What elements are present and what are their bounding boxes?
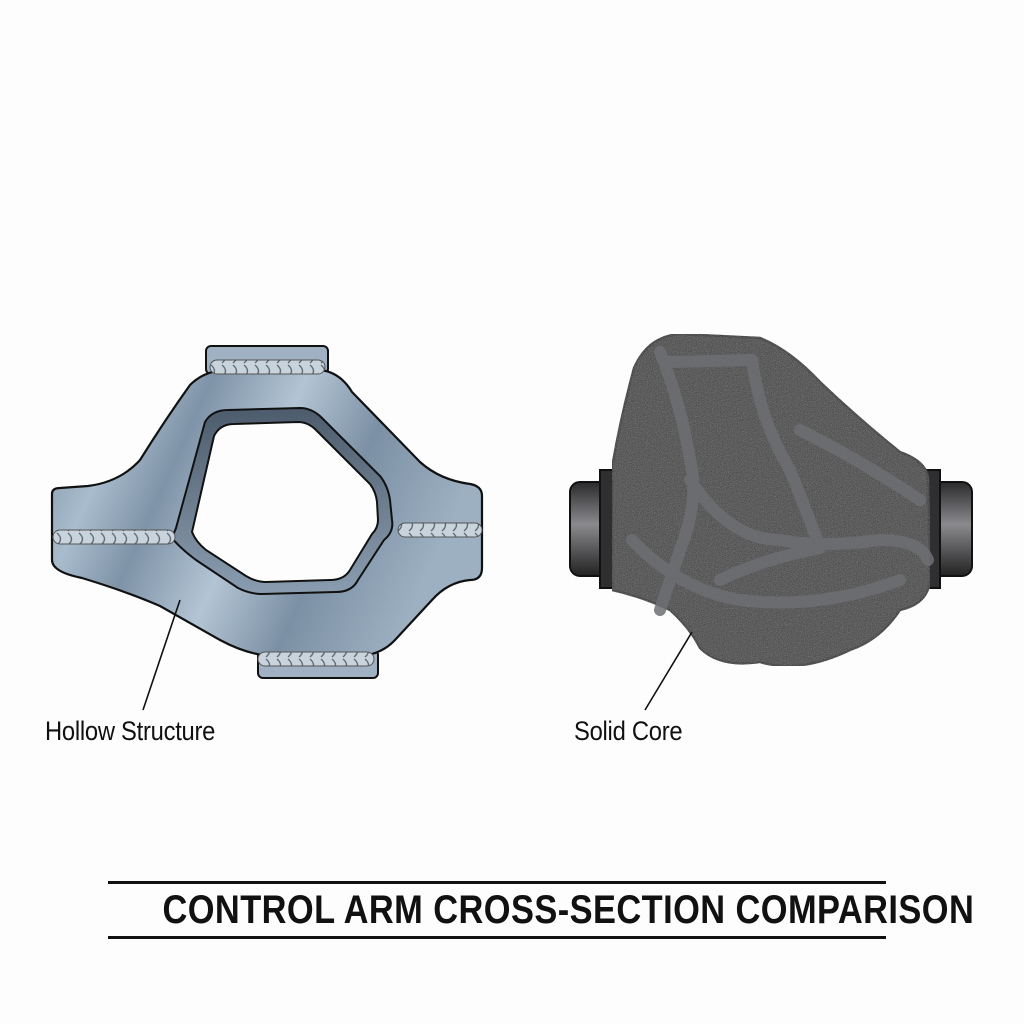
solid-core-diagram bbox=[569, 332, 973, 711]
title-banner: CONTROL ARM CROSS-SECTION COMPARISON bbox=[108, 881, 975, 939]
solid-core-label: Solid Core bbox=[574, 716, 683, 746]
hollow-structure-diagram bbox=[50, 345, 484, 711]
page-title: CONTROL ARM CROSS-SECTION COMPARISON bbox=[162, 888, 975, 932]
hollow-structure-label: Hollow Structure bbox=[45, 716, 216, 746]
